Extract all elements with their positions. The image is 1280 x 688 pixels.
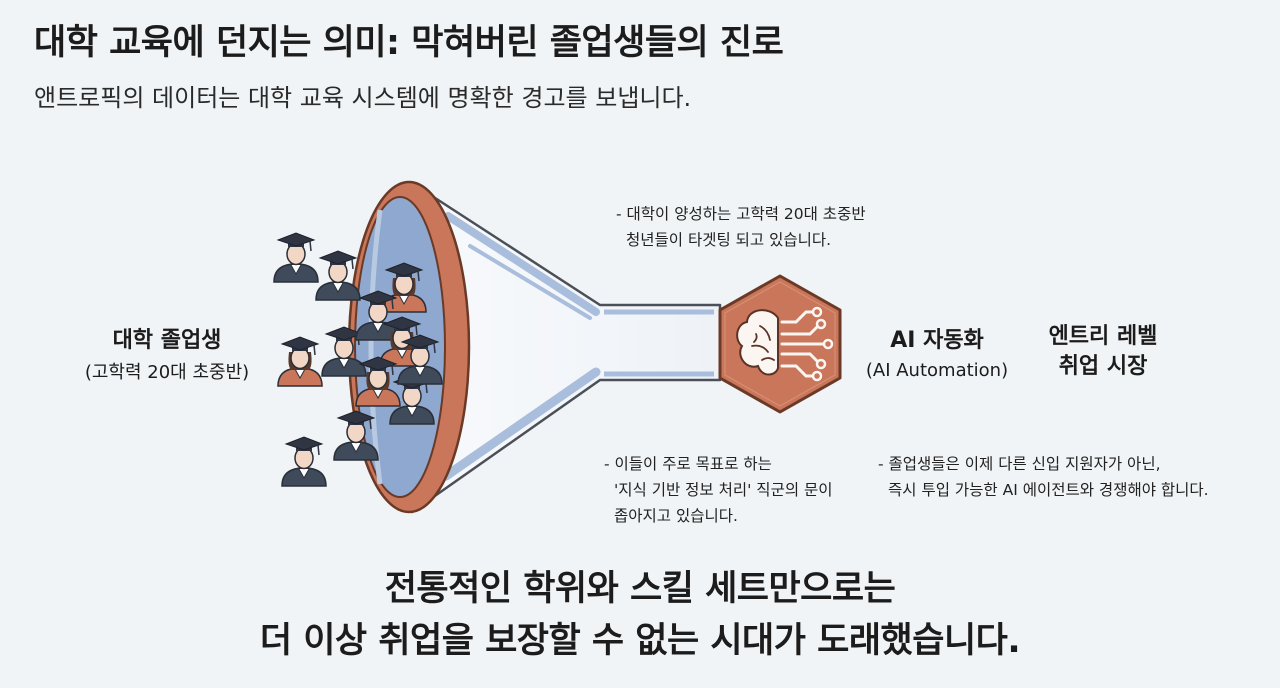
note-narrowing-line-3: 좁아지고 있습니다.	[614, 507, 738, 525]
page-subtitle: 앤트로픽의 데이터는 대학 교육 시스템에 명확한 경고를 보냅니다.	[34, 84, 692, 112]
note-narrowing: - 이들이 주로 목표로 하는 '지식 기반 정보 처리' 직군의 문이 좁아지…	[604, 451, 833, 529]
graduates-sublabel: (고학력 20대 초중반)	[84, 362, 250, 383]
market-label: 엔트리 레벨 취업 시장	[1028, 322, 1178, 382]
graduate-icon	[315, 250, 361, 301]
ai-sublabel: (AI Automation)	[865, 360, 1009, 381]
conclusion: 전통적인 학위와 스킬 세트만으로는 더 이상 취업을 보장할 수 없는 시대가…	[0, 563, 1280, 667]
page-title: 대학 교육에 던지는 의미: 막혀버린 졸업생들의 진로	[34, 23, 784, 63]
note-competition-line-2: 즉시 투입 가능한 AI 에이전트와 경쟁해야 합니다.	[888, 481, 1209, 499]
graduates-group	[273, 232, 443, 487]
graduate-icon	[355, 290, 401, 341]
graduate-icon	[355, 356, 401, 407]
graduate-icon	[397, 334, 443, 385]
note-narrowing-line-1: - 이들이 주로 목표로 하는	[604, 455, 772, 473]
graduate-icon	[281, 436, 327, 487]
note-competition: - 졸업생들은 이제 다른 신입 지원자가 아닌, 즉시 투입 가능한 AI 에…	[878, 451, 1209, 503]
note-competition-line-1: - 졸업생들은 이제 다른 신입 지원자가 아닌,	[878, 455, 1161, 473]
graduate-icon	[333, 410, 379, 461]
note-targeting-line-2: 청년들이 타겟팅 되고 있습니다.	[626, 231, 832, 249]
brain-circuit-icon	[718, 274, 842, 414]
market-line-1: 엔트리 레벨	[1048, 324, 1158, 349]
ai-title: AI 자동화	[890, 328, 984, 353]
ai-label: AI 자동화 (AI Automation)	[852, 322, 1022, 381]
note-targeting-line-1: - 대학이 양성하는 고학력 20대 초중반	[616, 205, 866, 223]
graduate-icon	[273, 232, 319, 283]
graduates-label: 대학 졸업생 (고학력 20대 초중반)	[62, 322, 272, 384]
market-line-2: 취업 시장	[1058, 354, 1148, 379]
graduate-icon	[277, 336, 323, 387]
conclusion-line-1: 전통적인 학위와 스킬 세트만으로는	[384, 569, 896, 609]
note-targeting: - 대학이 양성하는 고학력 20대 초중반 청년들이 타겟팅 되고 있습니다.	[616, 201, 866, 253]
note-narrowing-line-2: '지식 기반 정보 처리' 직군의 문이	[614, 481, 833, 499]
graduates-title: 대학 졸업생	[112, 328, 222, 353]
conclusion-line-2: 더 이상 취업을 보장할 수 없는 시대가 도래했습니다.	[259, 621, 1021, 661]
